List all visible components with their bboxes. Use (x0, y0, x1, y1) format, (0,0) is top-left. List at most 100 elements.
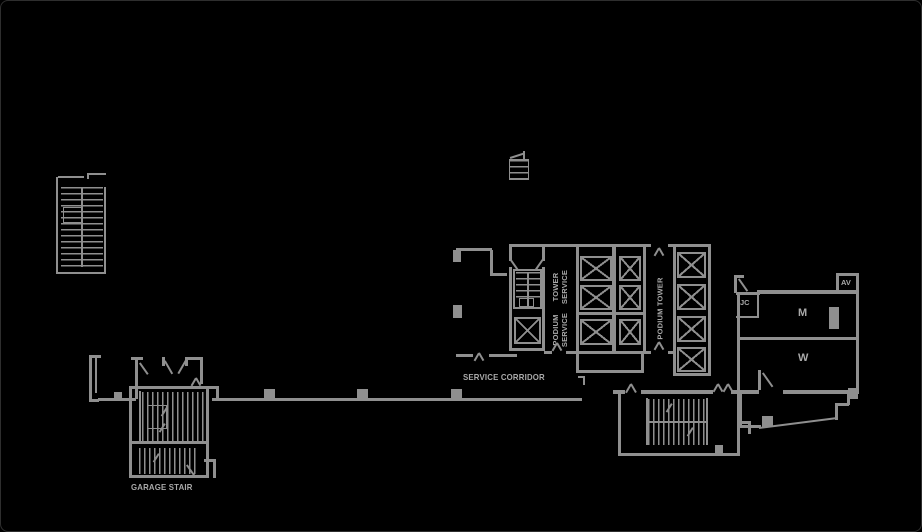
wall (646, 244, 651, 247)
wall (731, 390, 759, 394)
wall (836, 290, 859, 293)
garage-stair-label: GARAGE STAIR (131, 482, 193, 492)
service-corridor-label: SERVICE CORRIDOR (463, 372, 545, 382)
elevator-shaft (619, 256, 641, 281)
wall (131, 357, 143, 360)
stair-divider (527, 272, 529, 306)
door-swing-icon (652, 248, 664, 257)
wall (213, 459, 216, 478)
wall (129, 475, 209, 478)
door-leaf-icon (139, 362, 149, 375)
wall (612, 244, 616, 315)
wall (673, 244, 676, 376)
wall (58, 272, 105, 274)
door-jamb (583, 378, 585, 385)
door-swing-icon (550, 343, 562, 352)
wall (89, 357, 92, 401)
wall (509, 348, 545, 351)
wall (673, 244, 711, 247)
wall (490, 250, 493, 276)
wall (204, 459, 216, 462)
tower-service-label: TOWER SERVICE (550, 269, 569, 305)
column (357, 389, 368, 399)
keyplan-icon (523, 151, 525, 160)
wall (89, 399, 99, 402)
wall (618, 453, 740, 456)
stair-landing (519, 298, 534, 307)
podium-tower-label: PODIUM TOWER (655, 276, 665, 340)
wall (673, 373, 711, 376)
column (453, 305, 462, 318)
wall (757, 294, 759, 318)
elevator-shaft (677, 316, 706, 342)
column (453, 250, 461, 262)
stair-landing (132, 441, 206, 444)
wall (216, 386, 219, 400)
jc-room-label: JC (740, 298, 750, 307)
wall (739, 394, 742, 427)
column (762, 416, 773, 427)
wall (736, 316, 759, 318)
av-room-label: AV (841, 278, 851, 287)
wall (736, 292, 760, 295)
column (848, 388, 858, 399)
elevator-shaft (677, 252, 706, 278)
elevator-shaft (580, 256, 612, 281)
service-stair (513, 269, 542, 309)
column (264, 389, 275, 399)
wall (212, 398, 582, 401)
wall (643, 244, 646, 354)
door-leaf-icon (738, 278, 749, 292)
stair-landing (147, 405, 167, 429)
wall (734, 275, 737, 293)
wall (187, 357, 203, 360)
door-leaf-icon (762, 372, 774, 388)
elevator-shaft (580, 319, 612, 345)
door-jamb (578, 376, 585, 378)
wall (490, 273, 507, 276)
elevator-shaft (677, 347, 706, 372)
column (114, 392, 122, 400)
elevator-shaft (619, 319, 641, 345)
wall (162, 357, 165, 366)
wall (456, 354, 473, 357)
wall (757, 290, 859, 294)
wall (95, 357, 97, 393)
wall (576, 312, 646, 315)
wall (509, 244, 545, 247)
wall (856, 273, 859, 392)
wall (646, 351, 651, 354)
elevator-shaft (514, 317, 541, 344)
wall (509, 267, 512, 351)
fixture (829, 307, 839, 329)
stair-divider (81, 187, 83, 267)
wall (758, 370, 761, 390)
stair-landing (646, 421, 708, 423)
wall (783, 390, 859, 394)
wall (129, 386, 132, 478)
wall (206, 386, 209, 478)
wall (185, 357, 188, 366)
wall (89, 173, 106, 175)
wall (641, 390, 713, 394)
stair-divider (139, 391, 141, 441)
wall (618, 390, 621, 456)
wall (739, 425, 761, 428)
wall (566, 351, 576, 354)
wall (668, 351, 673, 354)
elevator-shaft (677, 284, 706, 310)
wall (708, 244, 711, 376)
podium-service-label: PODIUM SERVICE (550, 312, 569, 348)
wall (668, 244, 673, 247)
wall (576, 370, 644, 373)
wall (58, 176, 84, 178)
wall (456, 248, 492, 251)
wall (738, 421, 750, 424)
wall (576, 244, 646, 247)
door-swing-icon (623, 384, 636, 394)
womens-room-label: W (798, 352, 809, 364)
keyplan-icon (509, 152, 524, 159)
wall (737, 292, 740, 394)
